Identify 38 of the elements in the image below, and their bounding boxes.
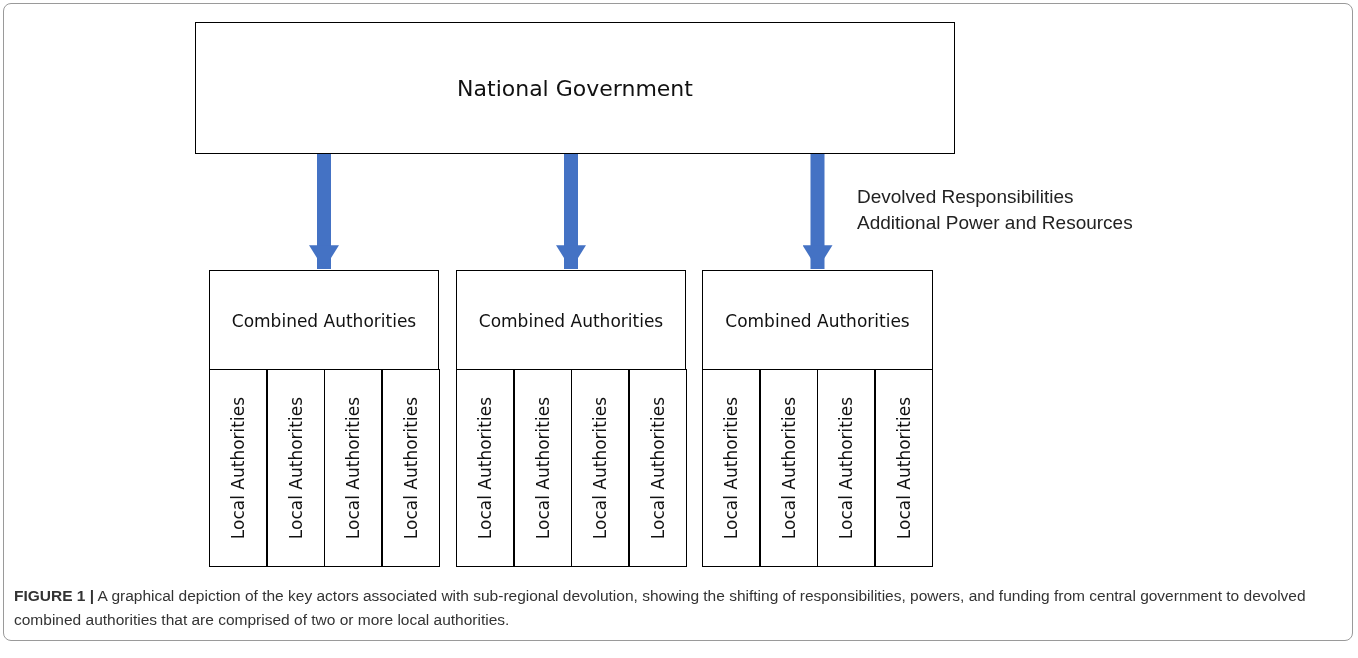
arrow — [802, 154, 833, 269]
local-authority-column — [571, 369, 629, 567]
figure-caption: FIGURE 1 | A graphical depiction of the key actors associated with sub-regional devolution, showing the shifting of responsibilities, powers, and funding from central government to devolved combined authorities that are comprised of two or more local authorities. — [14, 586, 1307, 630]
local-authority-column — [759, 369, 818, 567]
local-authority-column — [456, 369, 514, 567]
box-label: Local Authorities — [228, 396, 248, 540]
box-label: Local Authorities — [400, 396, 421, 540]
box-label: Combined Authorities — [231, 310, 417, 331]
arrow — [556, 154, 586, 269]
local-authority-column — [513, 369, 572, 567]
annotation-text: Additional Power and Resources — [857, 212, 1133, 234]
box-label: Combined Authorities — [725, 310, 910, 331]
box-label: Combined Authorities — [478, 310, 664, 331]
box-label: Local Authorities — [893, 396, 914, 540]
authority-box — [702, 270, 933, 371]
arrow — [309, 154, 339, 269]
local-authority-column — [874, 369, 933, 567]
box-label: Local Authorities — [475, 396, 495, 540]
local-authority-column — [817, 369, 875, 567]
box-label: Local Authorities — [778, 396, 799, 540]
box-label: Local Authorities — [721, 396, 741, 540]
box-label: Local Authorities — [285, 396, 306, 540]
box-label: Local Authorities — [590, 396, 610, 540]
box-label: Local Authorities — [647, 396, 668, 540]
annotation-text: Devolved Responsibilities — [857, 186, 1074, 208]
local-authority-column — [209, 369, 267, 567]
box-label: Local Authorities — [532, 396, 553, 540]
government-box — [195, 22, 955, 154]
authority-box — [456, 270, 686, 371]
local-authority-column — [628, 369, 687, 567]
box-label: Local Authorities — [836, 396, 856, 540]
box-label: National Government — [457, 75, 693, 101]
authority-box — [209, 270, 439, 371]
local-authority-column — [324, 369, 382, 567]
box-label: Local Authorities — [343, 396, 363, 540]
local-authority-column — [381, 369, 440, 567]
local-authority-column — [266, 369, 325, 567]
local-authority-column — [702, 369, 760, 567]
